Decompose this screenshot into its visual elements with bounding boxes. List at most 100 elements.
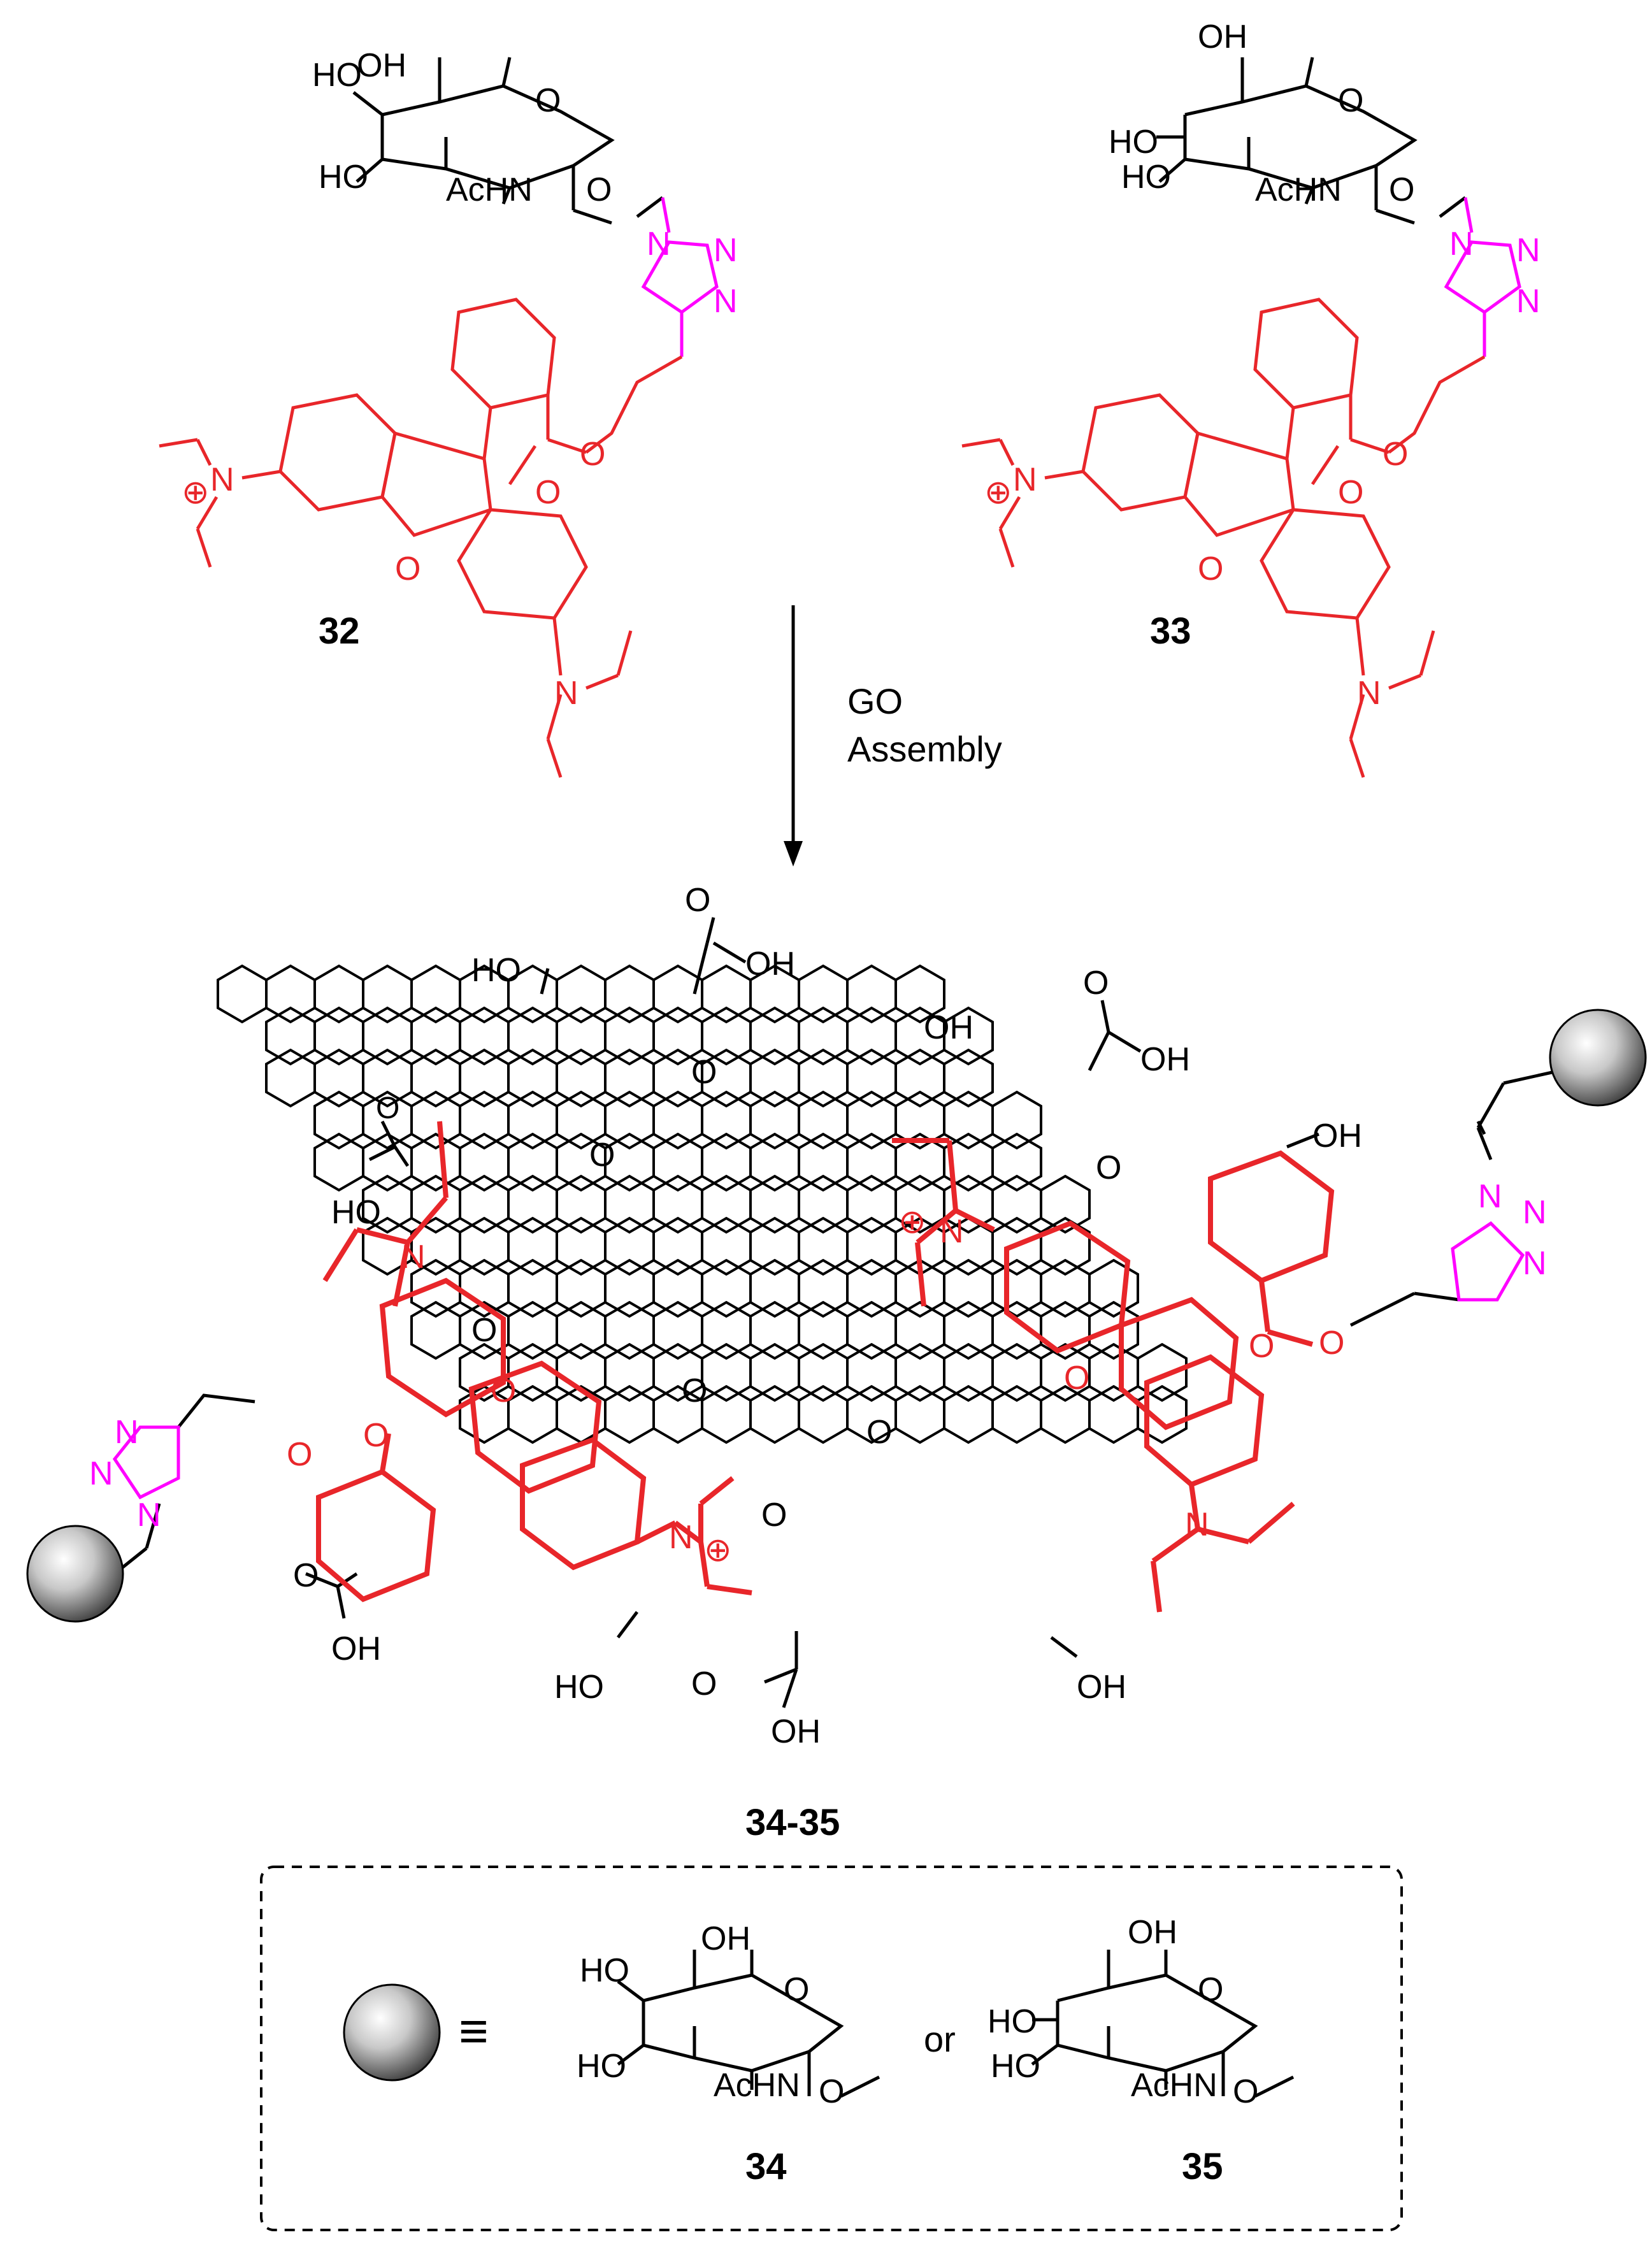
triazole-n1: N [647, 226, 671, 263]
adsorbed-rhodamine-right [892, 1138, 1335, 1613]
carboxyl-hydroxyl-label: OH [771, 1713, 821, 1750]
graphene-ring [410, 1007, 461, 1065]
graphene-ring [701, 965, 752, 1023]
positive-charge-label: ⊕ [898, 1204, 926, 1241]
adsorbed-rhodamine-left [316, 1121, 752, 1602]
triazole-32 [641, 197, 719, 357]
graphene-ring [798, 1091, 849, 1149]
hydroxyl-label: HO [580, 1952, 629, 1989]
rhodamine-33 [961, 298, 1486, 778]
graphene-ring [701, 1175, 752, 1233]
graphene-ring [604, 1301, 655, 1360]
compound-32-structure: OH HO O HO AcHN O N N N [159, 47, 738, 778]
graphene-ring [749, 1133, 800, 1191]
graphene-ring [943, 1049, 994, 1107]
graphene-ring [652, 1259, 703, 1318]
graphene-ring [556, 1217, 607, 1276]
graphene-ring [846, 1175, 897, 1233]
compound-number-34: 34 [745, 2146, 787, 2187]
triazole-right [1451, 1221, 1525, 1302]
graphene-ring [459, 1049, 510, 1107]
graphene-ring [749, 1217, 800, 1276]
ester-oxygen-label: O [1383, 436, 1408, 473]
carboxyl-oxygen-label: O [376, 1091, 399, 1125]
acetamido-label: AcHN [1255, 171, 1342, 208]
graphene-ring [798, 1217, 849, 1276]
positive-charge-label: ⊕ [704, 1532, 732, 1569]
graphene-ring [798, 1343, 849, 1402]
compound-number-33: 33 [1150, 610, 1191, 652]
carbonyl-oxygen-label: O [1249, 1328, 1274, 1365]
graphene-ring [217, 965, 268, 1023]
hydroxyl-label: HO [319, 159, 368, 196]
xanthene-oxygen-label: O [491, 1372, 516, 1409]
carboxyl-oxygen-label: O [1083, 965, 1109, 1002]
grey-sphere-icon [1549, 1009, 1647, 1107]
graphene-ring [410, 1049, 461, 1107]
condition-reagent: GO [847, 681, 903, 721]
graphene-ring [313, 1049, 364, 1107]
xanthene-oxygen-label: O [395, 550, 420, 587]
epoxide-oxygen-label: O [589, 1137, 615, 1174]
graphene-ring [798, 1007, 849, 1065]
graphene-ring [507, 1091, 558, 1149]
methoxy-oxygen-label: O [819, 2073, 844, 2110]
compound-33-structure: OH HO O HO AcHN O N N N [961, 18, 1541, 778]
grey-sphere-icon [26, 1525, 124, 1623]
acetamido-label: AcHN [714, 2067, 800, 2104]
edge-hydroxyl-label: OH [1312, 1118, 1362, 1154]
graphene-ring [701, 1343, 752, 1402]
graphene-ring [701, 1259, 752, 1318]
graphene-ring [507, 1007, 558, 1065]
graphene-ring [652, 1133, 703, 1191]
graphene-ring [556, 1175, 607, 1233]
graphene-ring [507, 1049, 558, 1107]
graphene-ring [798, 1259, 849, 1318]
graphene-ring [556, 1049, 607, 1107]
hydroxyl-label: HO [577, 2048, 626, 2085]
hydroxyl-label: HO [1109, 124, 1158, 161]
edge-hydroxyl-label: OH [1077, 1669, 1126, 1706]
graphene-ring [1040, 1259, 1091, 1318]
compound-number-35: 35 [1182, 2146, 1223, 2187]
or-text: or [924, 2019, 956, 2059]
xanthene-oxygen-label: O [1064, 1360, 1089, 1397]
graphene-ring [846, 1133, 897, 1191]
glycosidic-oxygen-label: O [586, 171, 612, 208]
glycosidic-oxygen-label: O [1389, 171, 1414, 208]
graphene-ring [749, 1259, 800, 1318]
iminium-nitrogen-label: N [940, 1213, 964, 1250]
xanthene-oxygen-label: O [1198, 550, 1223, 587]
graphene-ring [313, 1007, 364, 1065]
hydroxyl-label: HO [312, 57, 362, 94]
graphene-ring [991, 1133, 1042, 1191]
graphene-ring [410, 1133, 461, 1191]
graphene-ring [991, 1091, 1042, 1149]
graphene-ring [410, 1091, 461, 1149]
graphene-ring [652, 1175, 703, 1233]
graphene-ring [507, 1259, 558, 1318]
acetamido-label: AcHN [446, 171, 533, 208]
carboxyl-hydroxyl-label: OH [1140, 1041, 1190, 1078]
equivalence-symbol: ≡ [459, 2003, 489, 2059]
hydroxyl-label: OH [701, 1920, 751, 1957]
graphene-ring [943, 1259, 994, 1318]
graphene-ring [749, 1301, 800, 1360]
amine-nitrogen-label: N [554, 675, 578, 712]
epoxide-oxygen-label: O [761, 1497, 787, 1534]
iminium-nitrogen-label: N [1013, 461, 1037, 498]
graphene-ring [459, 1091, 510, 1149]
graphene-ring [507, 1175, 558, 1233]
graphene-ring [701, 1217, 752, 1276]
positive-charge-label: ⊕ [984, 474, 1012, 511]
edge-hydroxyl-label: HO [554, 1669, 604, 1706]
ester-oxygen-label: O [580, 436, 605, 473]
carboxyl-oxygen-label: O [691, 1665, 717, 1702]
graphene-ring [652, 1301, 703, 1360]
positive-charge-label: ⊕ [182, 474, 210, 511]
legend-box: ≡ OH HO O HO AcHN O 34 or [260, 1866, 1403, 2231]
graphene-ring [410, 1175, 461, 1233]
graphene-ring [556, 1007, 607, 1065]
graphene-ring [265, 1007, 316, 1065]
